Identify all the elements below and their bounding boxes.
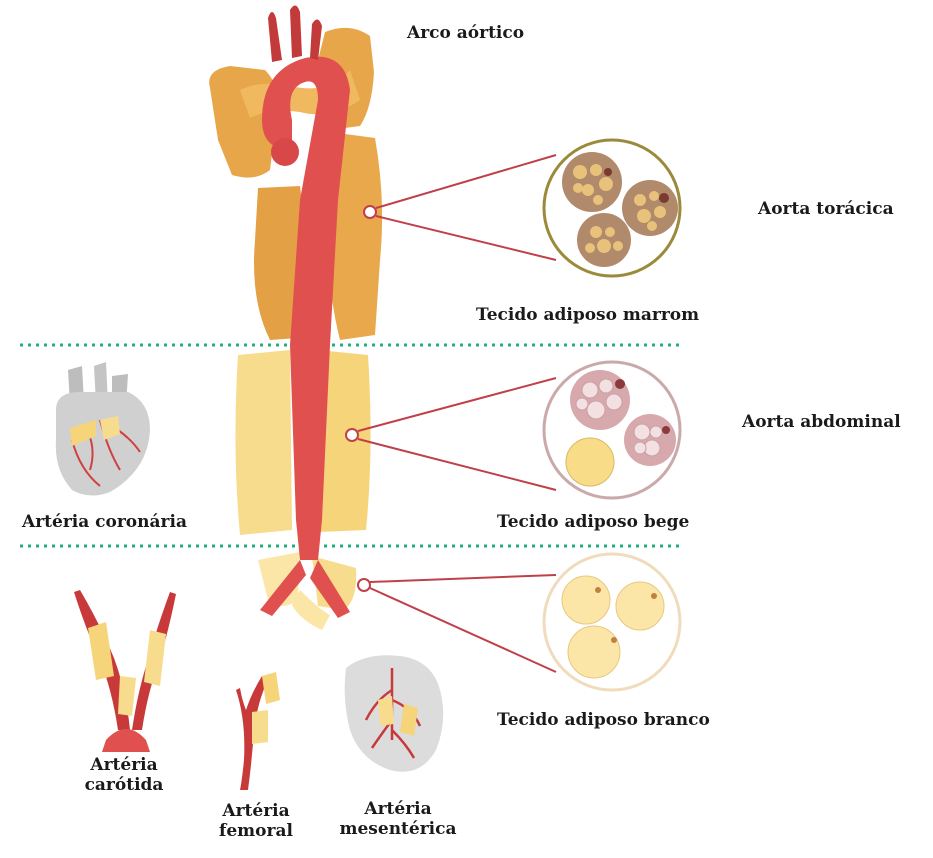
- label-carotid-line1: Artéria: [72, 756, 176, 776]
- heart-illustration: [56, 362, 150, 496]
- white-fat-deposit: [258, 552, 356, 630]
- label-beige-adipose: Tecido adiposo bege: [497, 513, 689, 533]
- label-coronary-artery: Artéria coronária: [22, 513, 187, 533]
- label-thoracic-aorta: Aorta torácica: [758, 200, 894, 220]
- label-aortic-arch: Arco aórtico: [407, 24, 524, 44]
- label-femoral-artery: Artéria femoral: [210, 802, 302, 841]
- beige-adipose-magnified: [544, 362, 680, 498]
- label-white-adipose: Tecido adiposo branco: [497, 711, 710, 731]
- label-brown-adipose: Tecido adiposo marrom: [476, 306, 699, 326]
- label-mesenteric-line2: mesentérica: [336, 820, 460, 840]
- carotid-illustration: [74, 590, 176, 752]
- brown-adipose-magnified: [544, 140, 680, 276]
- connector-brown: [364, 155, 556, 260]
- label-femoral-line1: Artéria: [210, 802, 302, 822]
- mesenteric-illustration: [345, 655, 444, 772]
- connector-beige: [346, 378, 556, 490]
- label-carotid-artery: Artéria carótida: [72, 756, 176, 795]
- femoral-illustration: [236, 672, 280, 790]
- label-mesenteric-artery: Artéria mesentérica: [336, 800, 460, 839]
- white-adipose-magnified: [544, 554, 680, 690]
- label-carotid-line2: carótida: [72, 776, 176, 796]
- label-femoral-line2: femoral: [210, 822, 302, 842]
- label-abdominal-aorta: Aorta abdominal: [742, 413, 901, 433]
- label-mesenteric-line1: Artéria: [336, 800, 460, 820]
